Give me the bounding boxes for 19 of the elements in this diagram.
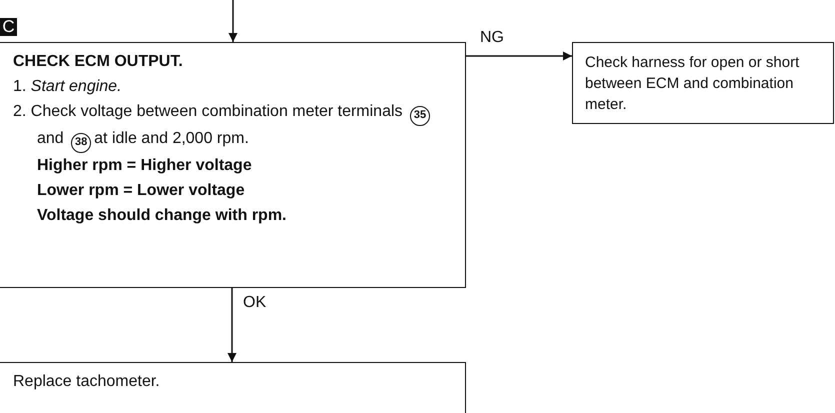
terminal-number: 35 — [410, 106, 430, 126]
step-text: Check harness for open or short between ECM and combination meter. — [585, 53, 800, 115]
step-text: Replace tachometer. — [13, 372, 161, 392]
step-text: Voltage should change with rpm. — [37, 206, 288, 226]
step-text: 2. Check voltage between combination meter terminals — [13, 103, 403, 120]
arrow — [466, 52, 572, 60]
process-box — [0, 42, 466, 288]
step-heading: CHECK ECM OUTPUT. — [13, 52, 184, 72]
process-box — [572, 42, 834, 124]
arrow — [228, 288, 236, 362]
process-box — [0, 362, 466, 413]
step-text: at idle and 2,000 rpm. — [94, 130, 249, 147]
section-marker: C — [0, 18, 17, 36]
step-text: 1. Start engine. — [13, 77, 123, 97]
terminal-number: 38 — [71, 133, 92, 153]
step-text: and — [37, 130, 64, 147]
arrow — [228, 0, 238, 42]
step-text: Lower rpm = Lower voltage — [37, 181, 246, 201]
step-text: Higher rpm = Higher voltage — [37, 156, 253, 176]
